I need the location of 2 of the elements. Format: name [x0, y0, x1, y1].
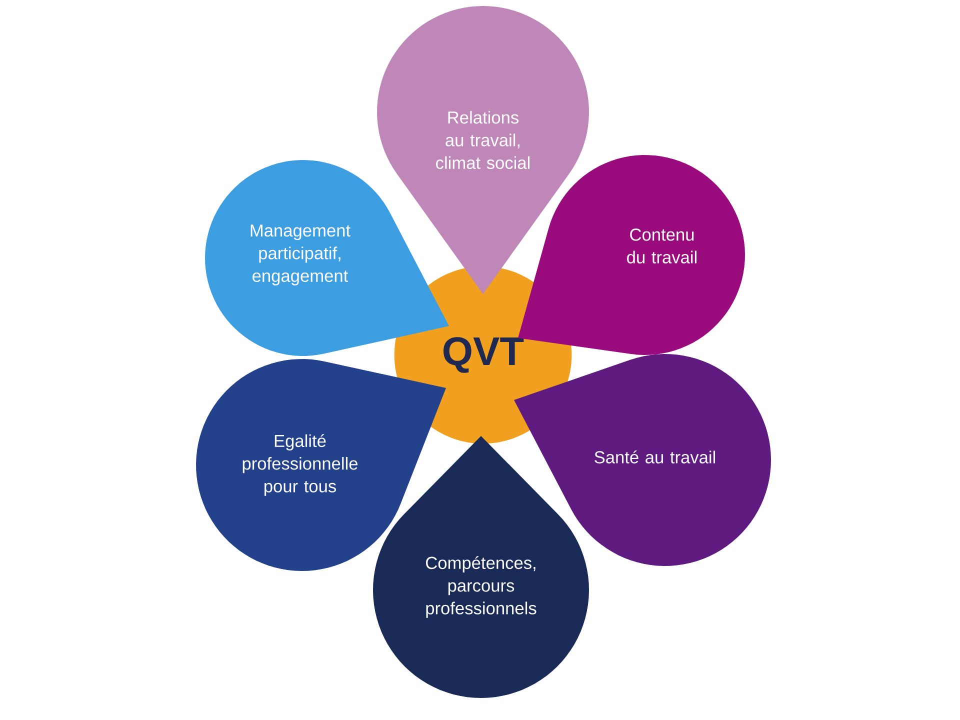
petal: Relations au travail, climat social: [377, 6, 589, 294]
petal: Compétences, parcours professionnels: [373, 436, 589, 698]
